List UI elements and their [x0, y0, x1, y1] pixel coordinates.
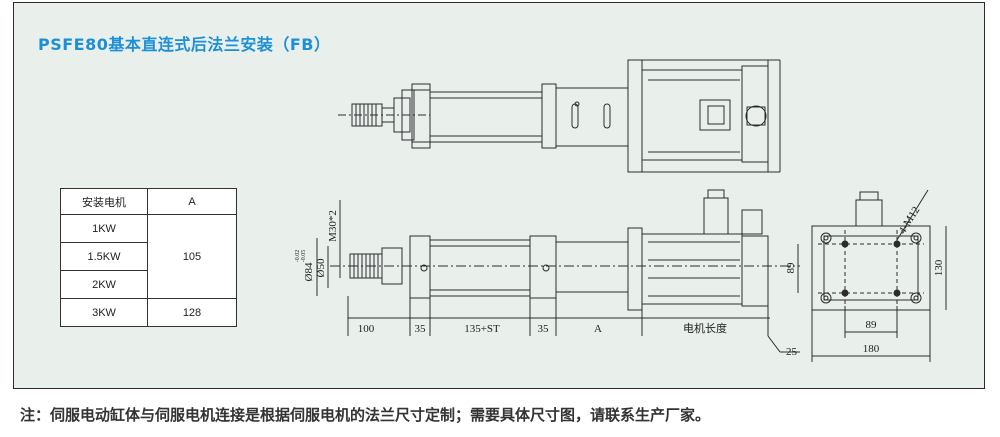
dim-dia-tol-top: -0.02 [295, 250, 301, 263]
dim-flange-130: 130 [933, 259, 945, 276]
dim-100: 100 [358, 323, 375, 335]
motor-cell: 1KW [60, 214, 148, 243]
dim-flange-180: 180 [863, 343, 880, 355]
dim-holes: 4-M12 [896, 205, 922, 237]
flange-outline [811, 225, 931, 311]
motor-cell: 3KW [60, 298, 148, 327]
footer-note: 注：伺服电动缸体与伺服电机连接是根据伺服电机的法兰尺寸定制；需要具体尺寸图，请联… [20, 406, 711, 424]
dim-stroke: 135+ST [464, 323, 500, 335]
table-row: 2KW [60, 270, 237, 299]
table-row: 3KW 128 [60, 298, 237, 327]
dim-a: A [594, 323, 602, 335]
motor-spec-table: 安装电机 A 1KW 105 1.5KW 2KW 3KW 128 [60, 188, 237, 327]
dim-dia-outer: Ø84 [303, 262, 315, 281]
drawing-title: PSFE80基本直连式后法兰安装（FB） [38, 35, 331, 54]
flange-holes [841, 240, 901, 297]
dimension-lines [316, 200, 947, 362]
dim-thread: M30*2 [327, 210, 339, 242]
table-row: 1KW 105 [60, 214, 237, 299]
top-view [338, 59, 781, 173]
dimension-labels: 100 35 135+ST 35 A 电机长度 25 M30*2 Ø84 -0.… [295, 205, 945, 358]
side-view [330, 189, 800, 311]
header-a: A [147, 188, 237, 215]
table-header-row: 安装电机 A [60, 188, 237, 215]
header-motor: 安装电机 [60, 188, 148, 215]
dim-dia-inner: Ø50 [315, 258, 327, 277]
a-value-merged: 105 [147, 214, 237, 299]
motor-cell: 2KW [60, 270, 148, 299]
dim-dia-tol-bottom: -0.05 [301, 250, 307, 263]
dim-35b: 35 [538, 323, 550, 335]
dim-flange-89-v: 89 [785, 262, 797, 274]
dim-25: 25 [786, 346, 798, 358]
dim-flange-89-h: 89 [866, 319, 878, 331]
dim-35a: 35 [415, 323, 427, 335]
a-value-last: 128 [147, 298, 237, 327]
dim-motor-length: 电机长度 [683, 321, 727, 335]
